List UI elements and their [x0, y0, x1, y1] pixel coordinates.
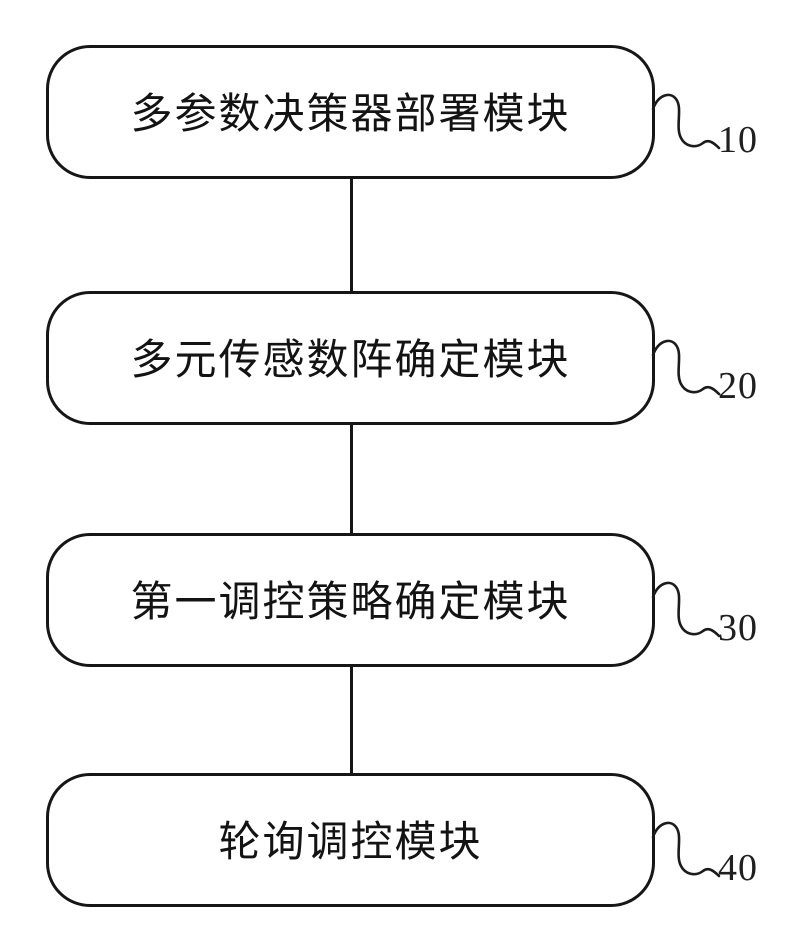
module-3-box: 第一调控策略确定模块	[46, 533, 655, 667]
leader-line-path	[651, 821, 721, 878]
module-2-label: 多元传感数阵确定模块	[130, 337, 571, 384]
leader-squiggle-icon	[651, 821, 721, 878]
leader-line-path	[651, 93, 721, 150]
reference-number-40: 40	[718, 847, 758, 889]
module-1: 多参数决策器部署模块 10	[0, 45, 804, 179]
module-3-label: 第一调控策略确定模块	[130, 579, 571, 626]
leader-line-path	[651, 581, 721, 638]
module-4: 轮询调控模块 40	[0, 773, 804, 907]
reference-number-30: 30	[718, 607, 758, 649]
leader-squiggle-icon	[651, 339, 721, 396]
module-4-box: 轮询调控模块	[46, 773, 655, 907]
leader-line-path	[651, 339, 721, 396]
module-3: 第一调控策略确定模块 30	[0, 533, 804, 667]
module-1-label: 多参数决策器部署模块	[130, 91, 571, 138]
leader-squiggle-icon	[651, 581, 721, 638]
leader-squiggle-icon	[651, 93, 721, 150]
reference-number-10: 10	[718, 119, 758, 161]
module-4-label: 轮询调控模块	[218, 819, 483, 866]
module-2-box: 多元传感数阵确定模块	[46, 291, 655, 425]
connector-line-2	[350, 423, 353, 535]
module-2: 多元传感数阵确定模块 20	[0, 291, 804, 425]
connector-line-1	[350, 177, 353, 293]
reference-number-20: 20	[718, 365, 758, 407]
connector-line-3	[350, 665, 353, 775]
module-1-box: 多参数决策器部署模块	[46, 45, 655, 179]
